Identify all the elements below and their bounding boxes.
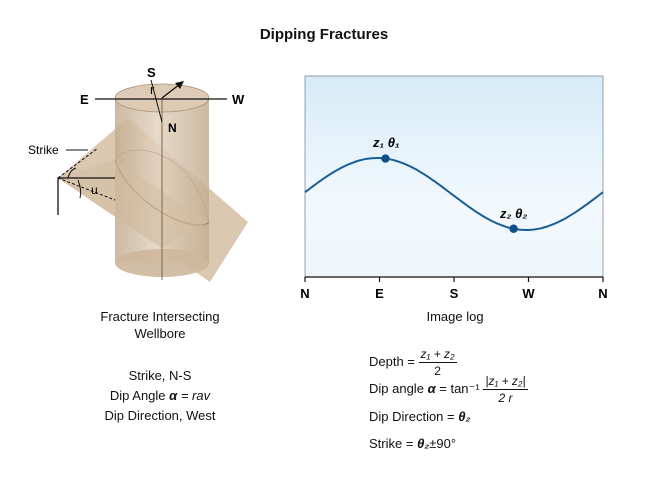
compass-west-label: W (232, 92, 245, 107)
dip-angle-equation-symbol: α (427, 380, 436, 396)
fracture-plane-front (58, 160, 209, 248)
dip-angle-denominator: 2 r (498, 391, 513, 405)
image-log-caption: Image log (426, 309, 484, 324)
dip-angle-line (57, 177, 116, 201)
sinusoid-curve (304, 157, 604, 231)
x-tick-label: N (598, 286, 607, 301)
left-caption: Fracture Intersecting Wellbore (70, 308, 250, 342)
dip-direction-label: Dip Direction = (369, 409, 455, 424)
x-tick-label: N (300, 286, 309, 301)
strike-equation-label: Strike = (369, 436, 414, 451)
dip-angle-value: = rav (180, 388, 211, 403)
dip-angle-fraction: |z₁ + z₂| 2 r (483, 373, 528, 406)
depth-numerator: z₁ + z₂ (418, 347, 457, 363)
dip-angle-label: Dip angle (369, 380, 424, 396)
u-label: u (91, 183, 98, 197)
depth-equation: Depth = z₁ + z₂ 2 (369, 346, 457, 379)
radius-label: r (150, 82, 155, 97)
strike-info: Strike, N-S (128, 368, 192, 383)
dip-direction-equation: Dip Direction = θ₂ (369, 409, 470, 425)
strike-equation: Strike = θ₂±90° (369, 436, 456, 452)
x-tick-label: S (450, 286, 459, 301)
north-south-line (150, 79, 163, 123)
compass-east-label: E (80, 92, 89, 107)
image-log-panel: z₁ θ₁ z₂ θ₂ N E S W N (300, 75, 608, 301)
compass-south-label: S (147, 65, 156, 80)
dip-angle-function: = tan⁻¹ (439, 380, 480, 396)
dip-arc (77, 179, 82, 199)
image-log-background (304, 75, 604, 278)
point-label-z1-theta1: z₁ θ₁ (372, 135, 400, 150)
dip-angle-numerator: |z₁ + z₂| (483, 374, 528, 390)
strike-label: Strike (28, 143, 59, 157)
wellbore-diagram: S E W N r Strike u (28, 65, 248, 282)
dip-direction-value: θ₂ (458, 409, 471, 424)
dip-direction-info: Dip Direction, West (104, 408, 216, 423)
left-caption-line1: Fracture Intersecting (100, 309, 220, 324)
dip-angle-equation: Dip angle α = tan⁻¹ |z₁ + z₂| 2 r (369, 373, 528, 406)
radius-arrow (161, 83, 181, 99)
strike-equation-suffix: ±90° (429, 436, 457, 451)
left-caption-line2: Wellbore (134, 326, 186, 341)
point-z1-theta1 (381, 154, 390, 163)
depth-denominator: 2 (434, 364, 441, 378)
point-label-z2-theta2: z₂ θ₂ (499, 206, 527, 221)
dip-angle-symbol: α (169, 388, 178, 403)
strike-line (57, 147, 99, 179)
point-z2-theta2 (509, 224, 518, 233)
dip-angle-info: Dip Angle α = rav (70, 386, 250, 406)
page-title: Dipping Fractures (259, 26, 389, 43)
compass-north-label: N (168, 121, 177, 135)
x-tick-label: E (375, 286, 384, 301)
x-tick-label: W (522, 286, 535, 301)
dip-angle-prefix: Dip Angle (109, 388, 166, 403)
radius-arrowhead (175, 81, 184, 89)
depth-fraction: z₁ + z₂ 2 (418, 346, 457, 379)
left-info: Strike, N-S Dip Angle α = rav Dip Direct… (70, 366, 250, 426)
strike-equation-value: θ₂ (417, 436, 430, 451)
depth-label: Depth = (369, 353, 415, 369)
